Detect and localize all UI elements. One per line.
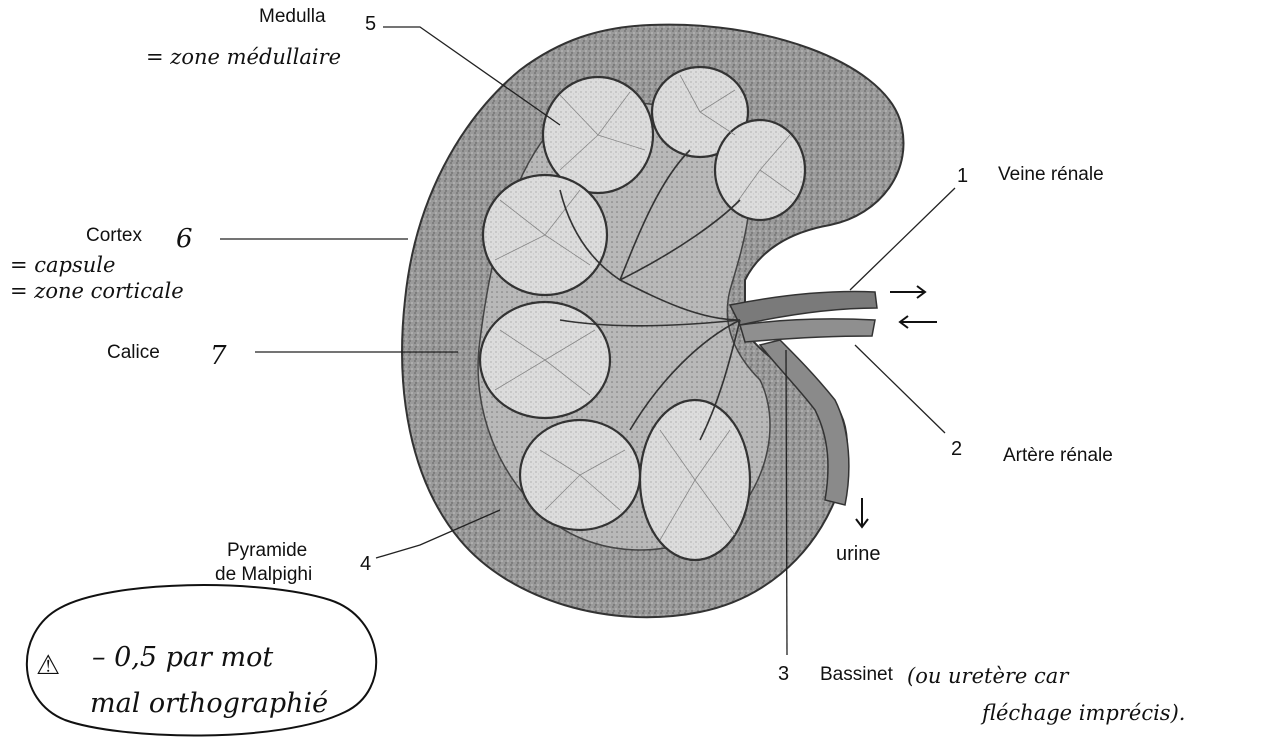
arrow-right-icon (890, 286, 925, 298)
label-cortex-number: 6 (176, 224, 193, 254)
label-calice: Calice (107, 342, 160, 363)
label-bassinet-number: 3 (778, 663, 789, 685)
label-veine-renale: Veine rénale (998, 164, 1104, 185)
note-bassinet-line1: (ou uretère car (907, 664, 1070, 688)
note-zone-medullaire: = zone médullaire (146, 45, 341, 69)
warning-icon: ⚠ (36, 650, 60, 681)
label-bassinet: Bassinet (820, 664, 894, 685)
label-artere-renale: Artère rénale (1003, 445, 1113, 466)
warning-bubble: ⚠ – 0,5 par mot mal orthographié (27, 585, 376, 735)
label-pyramide-line2: de Malpighi (215, 564, 312, 585)
renal-artery (740, 319, 875, 342)
kidney-illustration (402, 25, 903, 618)
arrow-down-icon (856, 498, 868, 527)
label-veine-number: 1 (957, 165, 968, 187)
warning-line2: mal orthographié (90, 688, 328, 719)
label-urine: urine (836, 543, 880, 565)
label-medulla-number: 5 (365, 13, 376, 35)
label-pyramide-line1: Pyramide (227, 540, 307, 561)
arrow-left-icon (900, 316, 937, 328)
label-medulla: Medulla (259, 6, 326, 27)
label-pyramide-number: 4 (360, 553, 371, 575)
note-zone-corticale: = zone corticale (10, 279, 184, 303)
note-capsule: = capsule (10, 253, 115, 277)
label-artere-number: 2 (951, 438, 962, 460)
label-cortex: Cortex (86, 225, 142, 246)
warning-line1: – 0,5 par mot (92, 642, 273, 673)
note-bassinet-line2: fléchage imprécis). (980, 701, 1185, 725)
label-calice-number: 7 (210, 341, 227, 371)
